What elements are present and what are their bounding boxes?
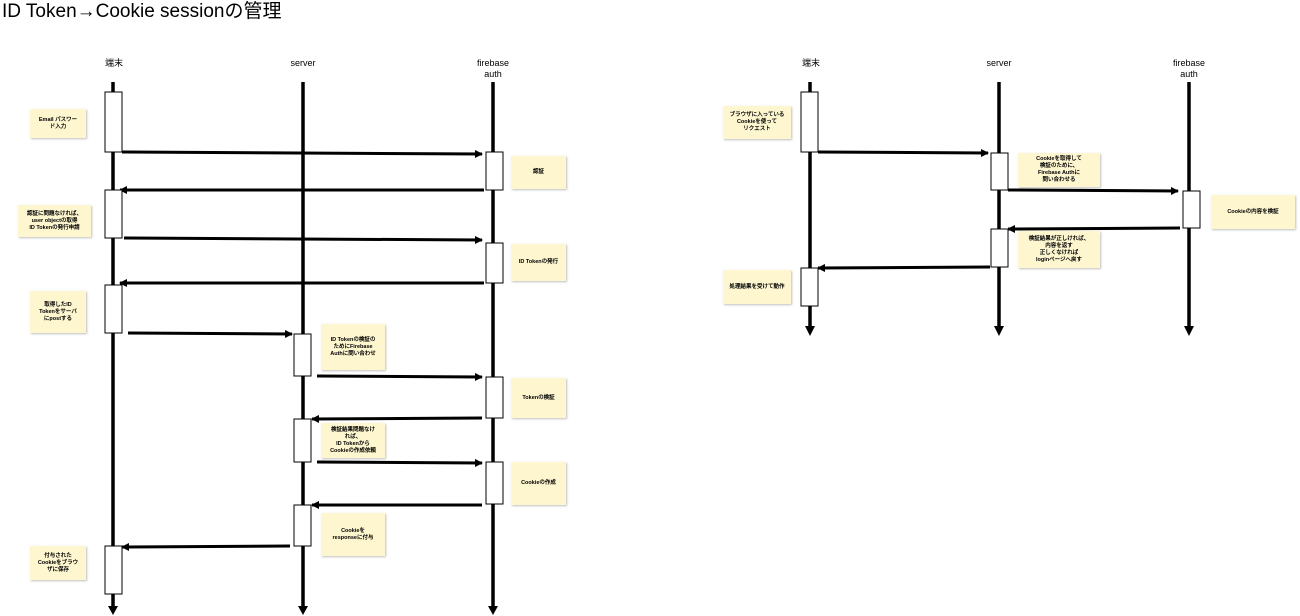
note-token-verify: Tokenの検証 <box>511 378 566 418</box>
msg-10 <box>121 542 291 551</box>
msg-3 <box>123 235 483 244</box>
activation <box>990 152 1009 191</box>
msg-3 <box>1007 224 1181 233</box>
activation <box>1182 190 1201 229</box>
activation <box>293 418 312 463</box>
note-user-object: 認証に問題なければ、 user objectの取得 ID Tokenの発行申請 <box>18 205 91 237</box>
msg-5 <box>127 329 293 338</box>
note-handle-result: 処理結果を受けて動作 <box>723 270 791 304</box>
header-firebase: firebase auth <box>1172 58 1206 79</box>
activation <box>990 228 1009 268</box>
note-cookie-save: 付与された Cookieをブラウ ザに保存 <box>30 546 86 580</box>
activation <box>485 242 504 284</box>
right-activations <box>800 91 1201 307</box>
note-cookie-create: Cookieの作成 <box>511 462 566 505</box>
header-server: server <box>986 58 1012 68</box>
header-server: server <box>290 58 316 68</box>
activation <box>104 189 123 239</box>
right-messages <box>817 148 1181 272</box>
msg-7 <box>311 414 483 423</box>
note-auth: 認証 <box>511 156 566 189</box>
note-cookie-request: ブラウザに入っている Cookieを使って リクエスト <box>723 106 791 139</box>
msg-8 <box>316 458 483 467</box>
note-post-token: 取得したID Tokenをサーバ にpostする <box>30 291 86 333</box>
msg-4 <box>817 263 991 272</box>
note-id-token-issue: ID Tokenの発行 <box>511 244 566 281</box>
note-cookie-content-verify: Cookieの内容を検証 <box>1211 195 1295 229</box>
activation <box>485 461 504 505</box>
activation <box>800 267 819 307</box>
activation <box>104 91 123 153</box>
note-cookie-request: 検証結果問題なけ れば、 ID Tokenから Cookieの作成依頼 <box>321 423 385 458</box>
page-title: ID Token→Cookie sessionの管理 <box>2 1 282 22</box>
note-email-password: Email パスワー ド入力 <box>30 109 86 138</box>
activation <box>293 504 312 547</box>
msg-2 <box>1007 186 1179 195</box>
note-cookie-response: Cookieを responseに付与 <box>321 513 385 556</box>
activation <box>800 91 819 153</box>
activation <box>293 333 312 377</box>
note-verify-result: 検証結果が正しければ、 内容を返す 正しくなければ loginページへ戻す <box>1018 231 1100 268</box>
right-lifelines <box>805 82 1194 336</box>
left-activations <box>104 91 504 595</box>
msg-1 <box>121 149 483 158</box>
left-messages <box>119 149 484 551</box>
msg-6 <box>316 372 483 381</box>
activation <box>104 284 123 334</box>
note-cookie-inquire: Cookieを取得して 検証のために、 Firebase Authに 問い合わせ… <box>1018 153 1100 187</box>
header-device: 端末 <box>801 58 820 68</box>
activation <box>485 376 504 419</box>
activation <box>485 151 504 191</box>
activation <box>104 545 123 595</box>
msg-1 <box>817 148 989 157</box>
header-firebase: firebase auth <box>476 58 510 79</box>
note-verify-request: ID Tokenの検証の ためにFirebase Authに問い合わせ <box>321 324 385 370</box>
header-device: 端末 <box>104 58 123 68</box>
